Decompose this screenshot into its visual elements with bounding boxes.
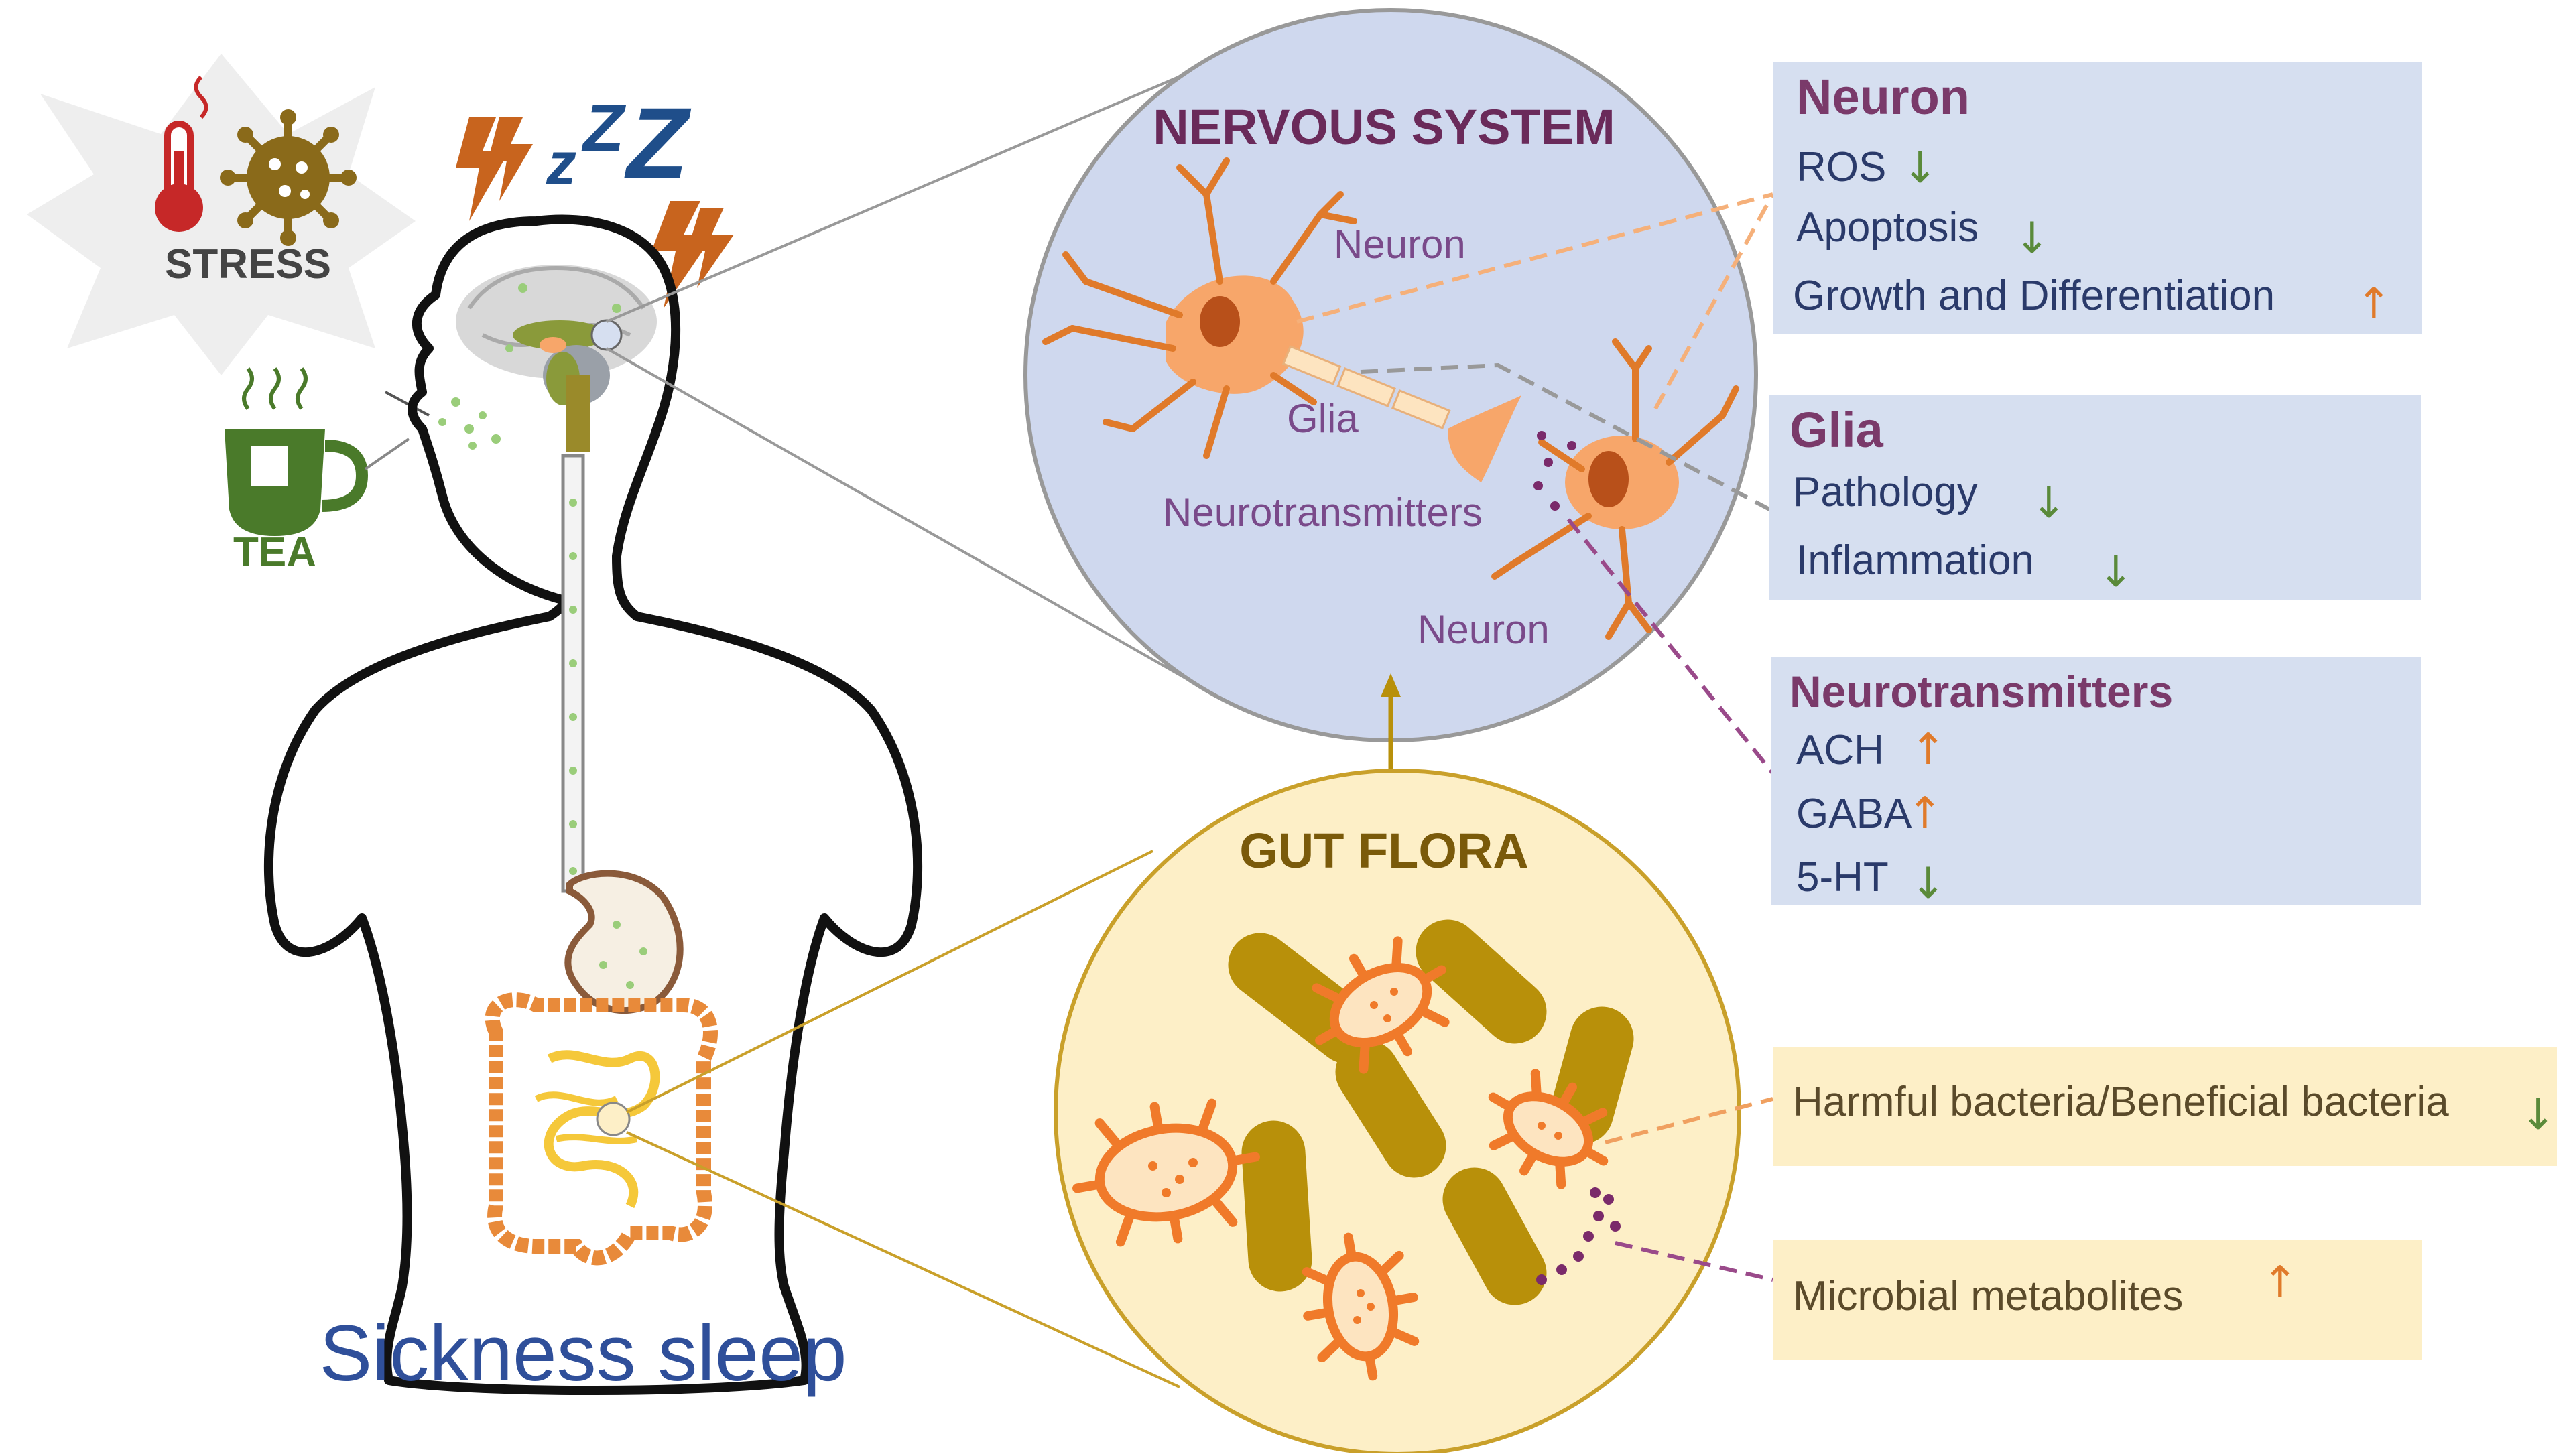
human-body-outline	[263, 214, 923, 1395]
harmful-bacteria-panel	[1773, 1047, 2557, 1166]
axon	[1281, 345, 1521, 482]
zoom-lines	[606, 72, 1207, 691]
connector-neuron	[1296, 192, 1775, 410]
spiky-bacteria	[1072, 936, 1609, 1381]
neurotransmitter-dots	[1533, 431, 1576, 511]
down-arrow: ↓	[2014, 214, 2050, 263]
glia-item-label: Pathology	[1793, 469, 1978, 515]
down-arrow: ↓	[2031, 478, 2067, 528]
stomach-icon	[564, 870, 684, 1014]
microbial-metabolites-panel	[1773, 1240, 2422, 1360]
glia-panel-title: Glia	[1790, 402, 1884, 458]
label-neuron-bottom: Neuron	[1418, 607, 1550, 652]
neurotransmitter-item-label: ACH	[1796, 727, 1884, 773]
connector-metabolites	[1615, 1241, 1773, 1282]
neurotransmitters-panel-title: Neurotransmitters	[1790, 667, 2173, 716]
down-arrow: ↓	[1910, 859, 1946, 909]
tea-label: TEA	[233, 529, 316, 576]
stress-burst	[27, 54, 416, 375]
down-arrow: ↓	[1902, 143, 1938, 193]
label-neuron-top: Neuron	[1334, 222, 1466, 267]
down-arrow: ↓	[2098, 547, 2134, 597]
up-arrow: ↑	[1910, 725, 1946, 775]
connector-neurotransmitters	[1566, 518, 1778, 779]
up-arrow: ↑	[1907, 789, 1943, 838]
neurotransmitter-item-label: 5-HT	[1796, 854, 1889, 901]
metabolite-dots	[1536, 1187, 1621, 1285]
gut-flora-title: GUT FLORA	[1239, 823, 1529, 878]
neuron-panel	[1773, 62, 2422, 334]
up-arrow: ↑	[2356, 279, 2392, 329]
neurotransmitter-item-label: GABA	[1796, 791, 1912, 837]
neuron-nucleus	[1200, 296, 1240, 347]
neuron-item-label: Apoptosis	[1796, 204, 1979, 251]
zzz-medium: Z	[581, 90, 627, 166]
up-arrow: ↑	[2262, 1258, 2298, 1307]
connector-glia	[1360, 362, 1771, 511]
vagus-tube	[561, 454, 585, 893]
figure-caption: Sickness sleep	[319, 1309, 847, 1398]
stress-label: STRESS	[165, 241, 331, 287]
harmful-bacteria-label: Harmful bacteria/Beneficial bacteria	[1793, 1079, 2449, 1125]
brain-particles	[438, 283, 621, 450]
gut-zoom-lines	[626, 850, 1180, 1388]
neurotransmitters-panel	[1771, 657, 2421, 905]
neuron-item-label: Growth and Differentiation	[1793, 273, 2275, 319]
glia-item-label: Inflammation	[1796, 537, 2034, 584]
zzz-small: z	[546, 131, 576, 198]
neuron-panel-title: Neuron	[1796, 69, 1970, 125]
zzz-large: Z	[624, 86, 692, 199]
neuron-item-label: ROS	[1796, 144, 1886, 190]
nervous-system-title: NERVOUS SYSTEM	[1153, 99, 1615, 155]
label-glia: Glia	[1287, 396, 1359, 441]
connector-harmful	[1605, 1097, 1773, 1144]
down-arrow: ↓	[2520, 1090, 2556, 1140]
glia-panel	[1769, 395, 2421, 600]
thermometer-icon	[155, 75, 208, 232]
label-neurotransmitters: Neurotransmitters	[1163, 490, 1483, 535]
virus-icon	[220, 109, 357, 246]
bacteria-spots	[1148, 988, 1562, 1324]
tea-cup-icon	[225, 367, 369, 536]
neuron-nucleus-2	[1588, 451, 1629, 507]
lightning-icon	[456, 117, 734, 308]
microbial-metabolites-label: Microbial metabolites	[1793, 1273, 2183, 1319]
tea-pointer-line	[364, 438, 410, 470]
face-pointer-line	[385, 391, 430, 417]
intestines-icon	[485, 992, 718, 1266]
